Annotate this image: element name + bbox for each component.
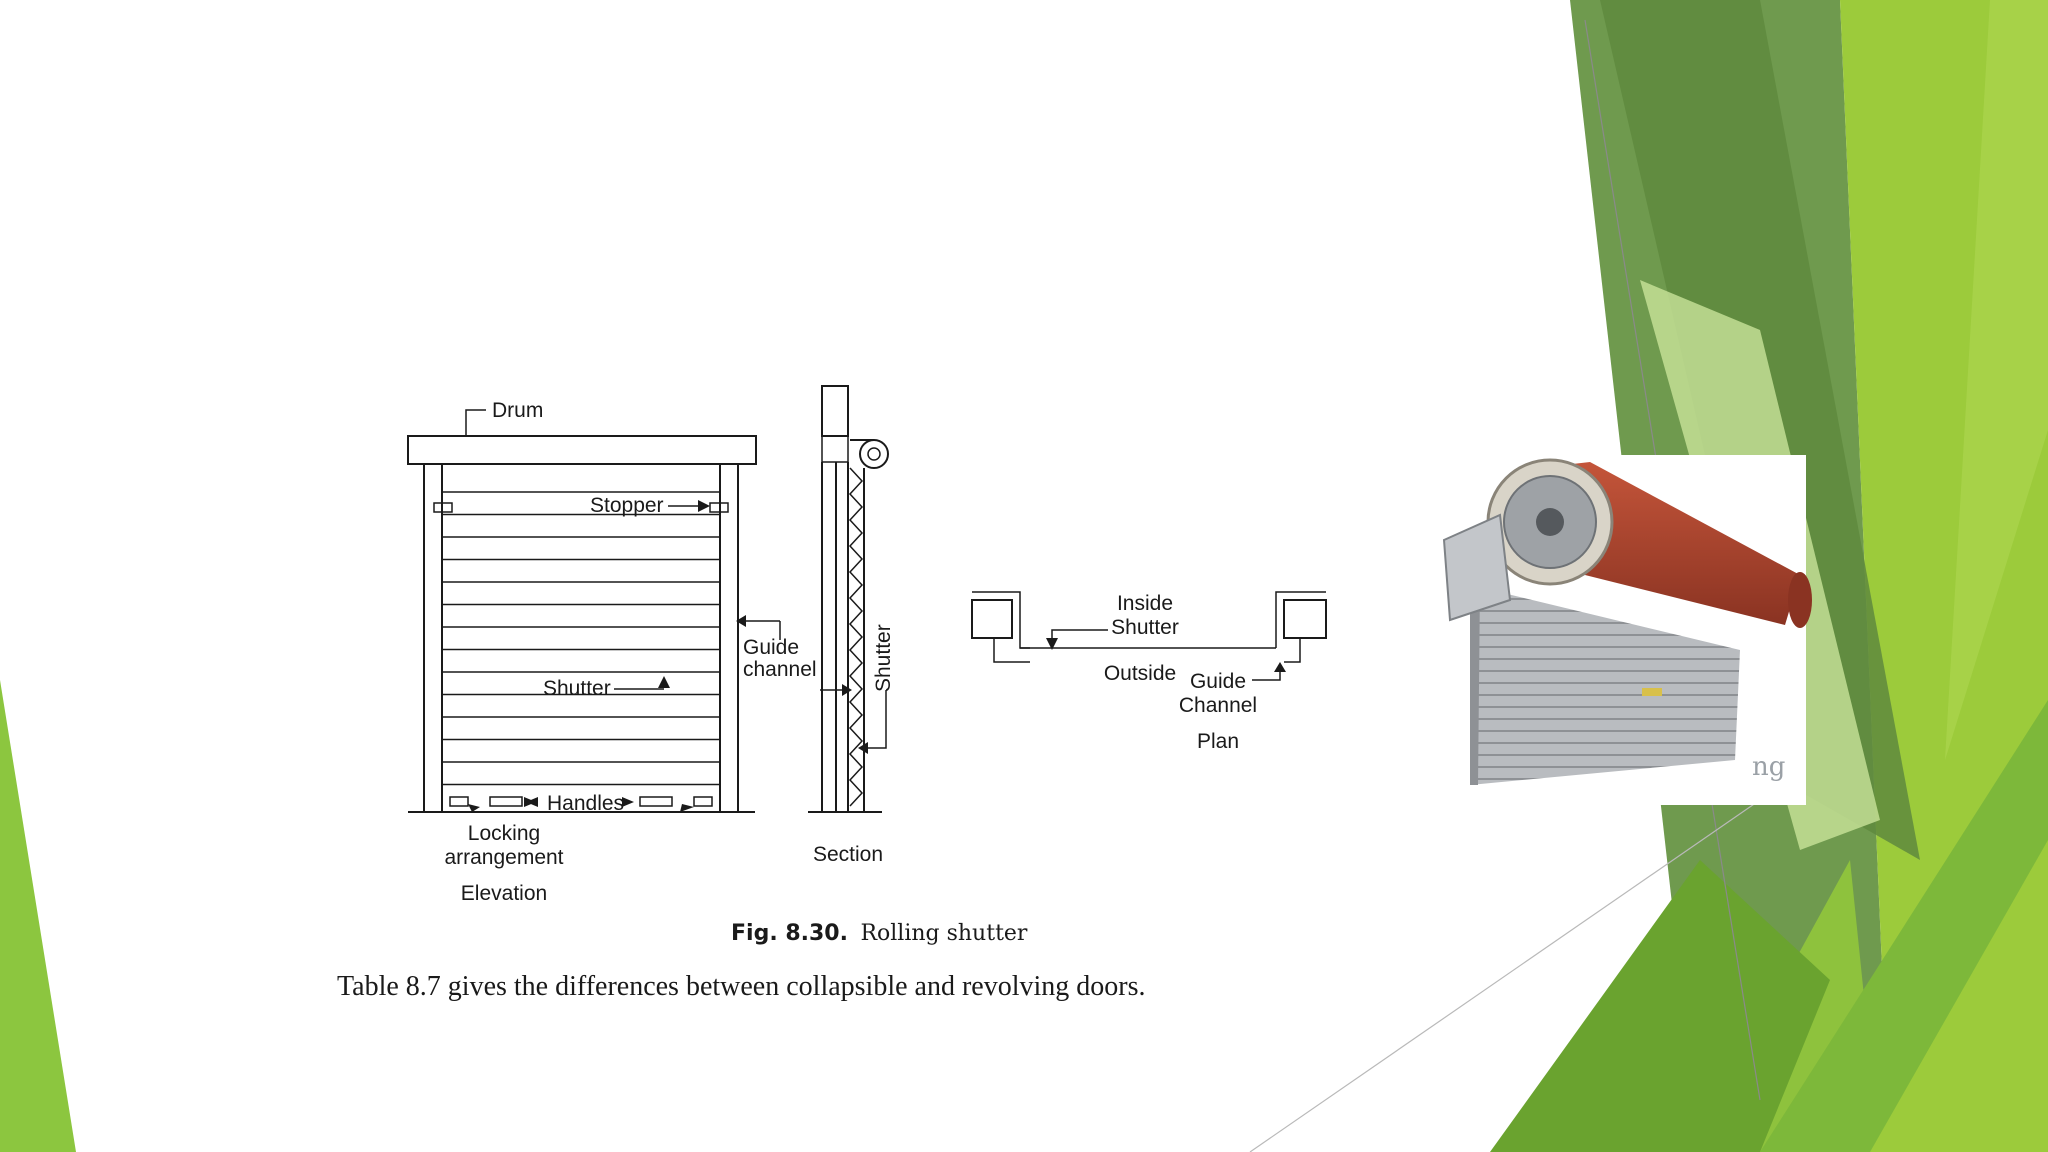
label-outside: Outside [1104,662,1176,685]
caption-title: Rolling shutter [860,921,1027,946]
label-guide-plan: Guide [1190,670,1246,693]
plan-drawing [971,591,1327,681]
label-shutter-elevation: Shutter [543,677,611,700]
svg-text:Fig. 8.30. Rolling shutt: Fig. 8.30. Rolling shutter [731,921,1028,946]
body-text: Table 8.7 gives the differences between … [337,971,1146,1002]
label-shutter-section: Shutter [872,624,895,692]
label-guide-section: Guide [743,636,799,659]
rolling-shutter-photo: ng [1428,455,1812,805]
label-section: Section [813,843,883,866]
label-channel-section: channel [743,658,817,681]
label-locking: Locking [468,822,540,845]
section-drawing [736,385,889,813]
label-stopper: Stopper [590,494,664,517]
label-drum: Drum [492,399,543,422]
caption-number: Fig. 8.30. [731,921,848,946]
figure-labels: Drum Stopper Shutter Handles Locking arr… [444,399,1257,905]
label-arrangement: arrangement [444,846,563,869]
label-channel-plan: Channel [1179,694,1257,717]
figure-caption: Fig. 8.30. Rolling shutter [731,921,1028,946]
label-inside-shutter: Shutter [1111,616,1179,639]
label-inside: Inside [1117,592,1173,615]
photo-watermark: ng [1752,752,1785,782]
decor-green-left [0,680,76,1152]
label-handles: Handles [547,792,624,815]
label-plan: Plan [1197,730,1239,753]
elevation-drawing [407,409,757,813]
label-elevation: Elevation [461,882,547,905]
